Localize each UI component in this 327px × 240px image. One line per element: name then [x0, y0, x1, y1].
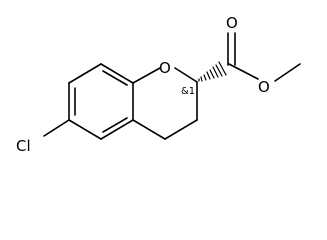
hash-6 [212, 66, 219, 78]
bond-c4-c4a [132, 119, 166, 140]
hash-4 [206, 71, 211, 80]
bond-carboxyl-c-to-ester-o [228, 63, 259, 80]
ring-oxygen-atom-label: O [159, 59, 171, 77]
hash-2 [200, 76, 203, 82]
pyran-ring [132, 67, 198, 140]
bond-c8a-c5 [68, 63, 102, 84]
bond-c6-c7 [68, 119, 102, 140]
hash-3 [203, 74, 207, 81]
bond-c7-c4a [100, 119, 134, 140]
bond-o1-c2 [174, 67, 198, 83]
bond-c6-cl [43, 119, 70, 137]
double-bond-inner-top [102, 70, 128, 86]
hash-8 [218, 61, 227, 76]
hash-5 [209, 69, 215, 79]
bond-c8a-c1 [100, 63, 134, 84]
bond-ester-o-to-methyl [274, 63, 301, 82]
chlorine-atom-label: Cl [16, 137, 31, 155]
bond-c8a-o1 [132, 67, 161, 84]
stereo-descriptor-label: &1 [181, 86, 195, 97]
benzene-ring [68, 63, 134, 140]
hash-7 [215, 64, 223, 77]
bond-c3-c4 [164, 119, 198, 140]
double-bond-inner-bottom [102, 117, 128, 133]
carbonyl-oxygen-atom-label: O [226, 14, 238, 32]
ester-oxygen-atom-label: O [258, 78, 270, 96]
hashed-wedge-bond [198, 61, 227, 82]
chemical-structure-diagram: Cl O &1 O O [16, 14, 301, 155]
